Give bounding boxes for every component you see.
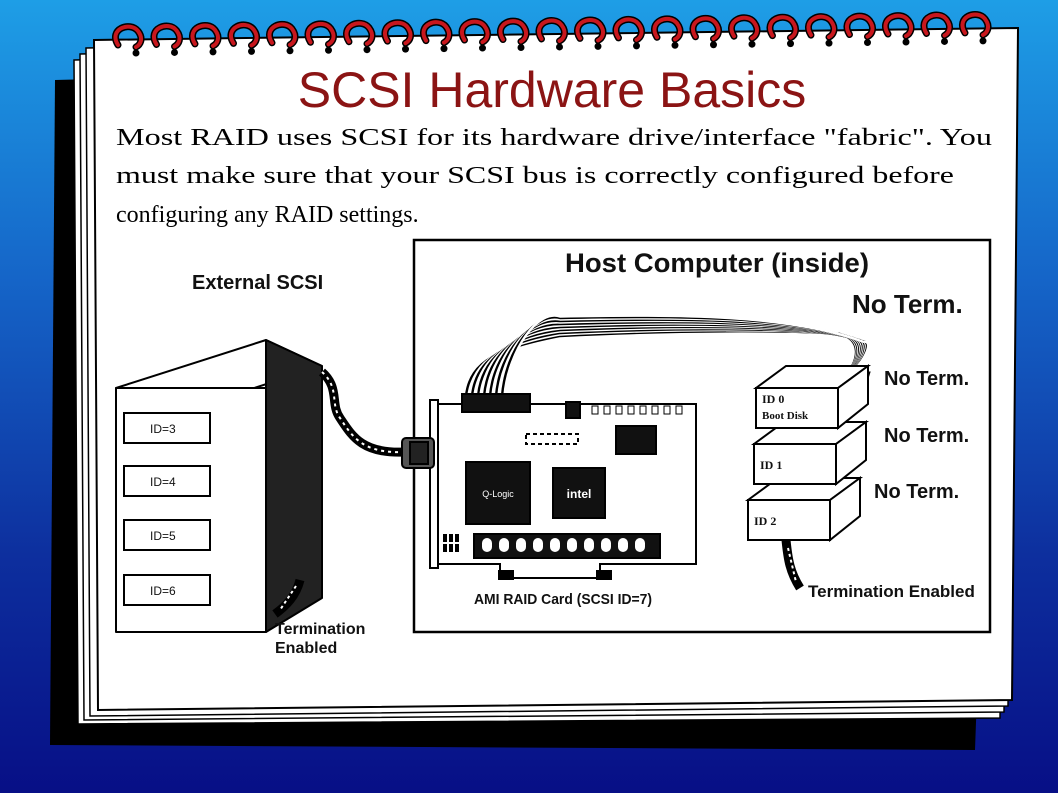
internal-drive: ID 1 No Term. (750, 420, 969, 487)
external-scsi-label: External SCSI (192, 272, 323, 294)
card-jumper (565, 401, 581, 419)
spiral-ring (112, 23, 145, 57)
intro-paragraph: Most RAID uses SCSI for its hardware dri… (116, 125, 992, 228)
external-drive-bays: ID=3ID=4ID=5ID=6 (123, 412, 211, 606)
spiral-ring (266, 21, 299, 55)
spiral-ring (612, 16, 646, 50)
intro-line-2: must make sure that your SCSI bus is cor… (116, 163, 954, 189)
intro-line-1: Most RAID uses SCSI for its hardware dri… (116, 125, 992, 151)
drive-front (755, 387, 839, 429)
card-internal-header (461, 393, 531, 413)
host-computer-label: Host Computer (inside) (565, 248, 869, 278)
drive-bay-box (123, 465, 211, 497)
drive-bay-id: ID=4 (150, 475, 176, 489)
external-drive-bay: ID=4 (123, 465, 211, 497)
spiral-ring (150, 22, 184, 56)
drive-bay-box (123, 412, 211, 444)
internal-termination-label: Termination Enabled (808, 582, 975, 601)
drive-bay-id: ID=6 (150, 584, 176, 598)
card-details (443, 405, 683, 580)
drive-front (747, 499, 831, 541)
internal-drive-id: ID 2 (754, 514, 776, 528)
host-no-term-label: No Term. (852, 289, 963, 319)
internal-drive-sub: Boot Disk (762, 410, 809, 422)
spiral-ring (766, 13, 800, 48)
internal-terminator-cable (781, 539, 804, 591)
spiral-ring (689, 14, 723, 49)
drive-bay-box (123, 574, 211, 606)
internal-drive-id: ID 0 (762, 392, 784, 406)
spiral-ring (458, 18, 492, 52)
chip-intel (552, 467, 606, 519)
internal-drive-term: No Term. (884, 425, 969, 447)
spiral-ring (728, 14, 761, 48)
spiral-ring (381, 19, 415, 53)
chip-intel-label: intel (567, 487, 592, 501)
raid-card (401, 393, 697, 579)
card-dip-block (525, 433, 579, 445)
drive-bay-id: ID=5 (150, 529, 176, 543)
spiral-ring (651, 15, 684, 49)
intro-line-3: configuring any RAID settings. (116, 202, 419, 228)
spiral-ring (805, 13, 838, 47)
drive-front (753, 443, 837, 485)
internal-drive-id: ID 1 (760, 458, 782, 472)
spiral-ring (959, 11, 992, 45)
spiral-ring (343, 19, 376, 54)
spiral-ring (843, 12, 877, 47)
card-bracket (429, 399, 439, 569)
internal-drive-term: No Term. (874, 481, 959, 503)
spiral-ring (304, 20, 338, 54)
external-termination-line-1: Termination (275, 621, 365, 638)
chip-small (615, 425, 657, 455)
spiral-ring (920, 11, 954, 45)
scsi-diagram: Host Computer (inside) No Term. External… (115, 238, 992, 657)
spiral-binding (112, 11, 992, 57)
internal-drive: ID 0 Boot Disk No Term. (752, 364, 969, 431)
chip-qlogic-label: Q-Logic (482, 489, 514, 499)
internal-ribbon-cable (464, 314, 871, 397)
internal-drive-term: No Term. (884, 368, 969, 390)
spiral-ring (420, 18, 453, 53)
drive-bay-id: ID=3 (150, 422, 176, 436)
chip-qlogic (465, 461, 531, 525)
spiral-ring (574, 16, 607, 50)
spiral-ring (189, 22, 222, 56)
spiral-ring (497, 17, 530, 51)
external-termination-line-2: Enabled (275, 640, 337, 657)
spiral-ring (535, 17, 569, 51)
spiral-ring (882, 12, 915, 46)
external-drive-bay: ID=5 (123, 519, 211, 551)
drive-bay-box (123, 519, 211, 551)
internal-drive-stack: ID 2 No Term. ID 1 No Term. ID 0 Boot Disk No … (744, 364, 969, 543)
raid-card-label: AMI RAID Card (SCSI ID=7) (474, 591, 652, 608)
external-drive-bay: ID=3 (123, 412, 211, 444)
external-terminator-cable (272, 578, 305, 618)
slide-title: SCSI Hardware Basics (298, 62, 807, 118)
spiral-ring (227, 21, 261, 55)
external-drive-bay: ID=6 (123, 574, 211, 606)
